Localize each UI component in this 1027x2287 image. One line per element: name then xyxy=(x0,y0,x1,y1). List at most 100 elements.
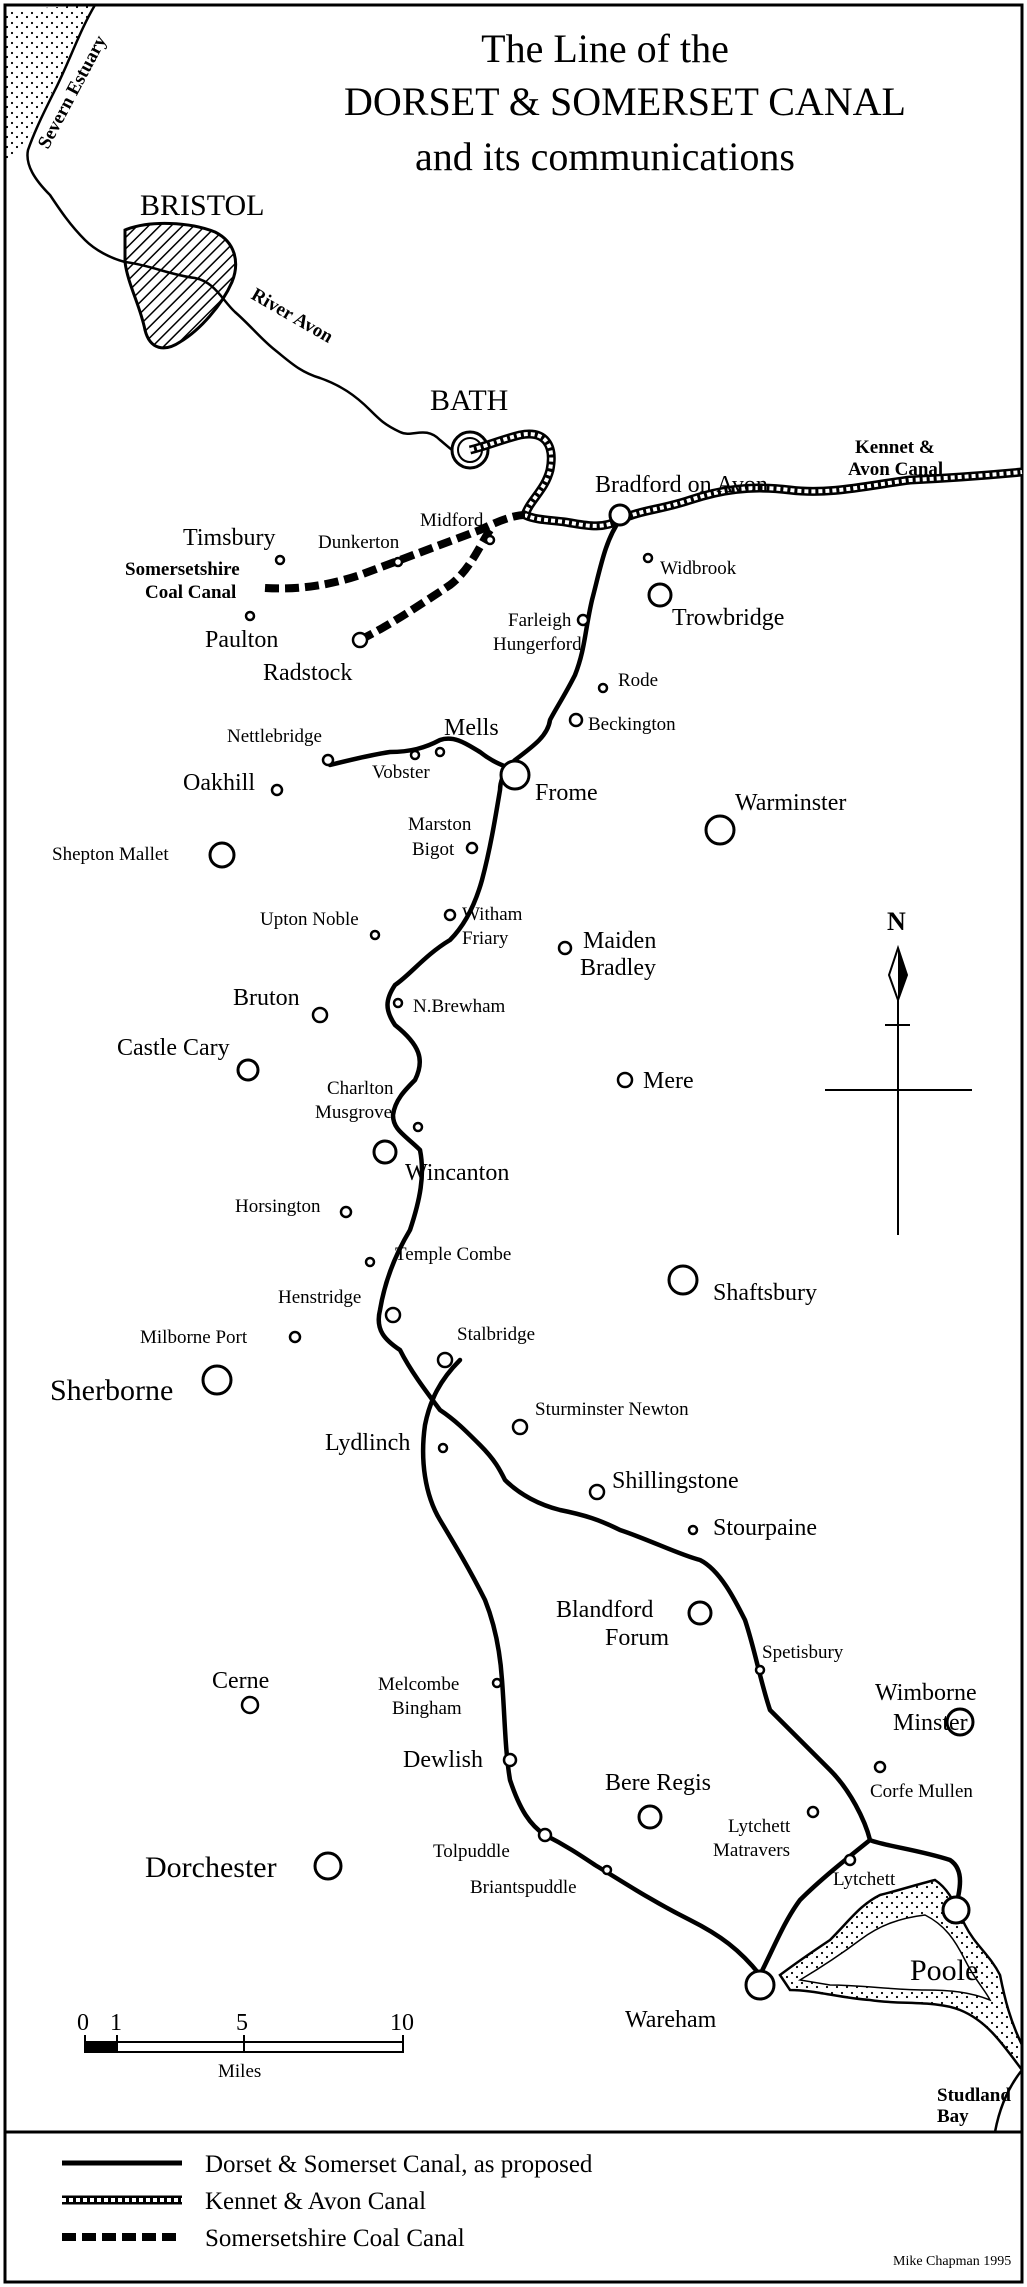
village-cerne xyxy=(240,1695,260,1715)
scale-bar: 0 1 5 10 Miles xyxy=(77,2010,414,2082)
village-n-brewham xyxy=(392,997,404,1009)
label-lytchett-mat-2: Matravers xyxy=(713,1840,790,1861)
village-briantspuddle xyxy=(601,1864,613,1876)
village-maiden-bradley xyxy=(557,940,573,956)
canal-southern-loop xyxy=(420,1357,763,1978)
village-farleigh xyxy=(576,613,590,627)
village-charlton-musgrove xyxy=(412,1121,424,1133)
village-temple-combe xyxy=(364,1256,376,1268)
village-witham-friary xyxy=(443,908,457,922)
label-timsbury: Timsbury xyxy=(183,525,275,551)
label-charlton-2: Musgrove xyxy=(315,1102,392,1123)
label-rode: Rode xyxy=(618,670,658,691)
label-beckington: Beckington xyxy=(588,714,676,735)
village-dunkerton xyxy=(392,556,404,568)
village-widbrook xyxy=(642,552,654,564)
village-lytchett xyxy=(843,1853,857,1867)
label-kennet-avon-1: Kennet & xyxy=(855,437,935,458)
severn-coastline xyxy=(26,4,126,264)
village-sturminster xyxy=(511,1418,529,1436)
village-vobster xyxy=(409,749,421,761)
label-farleigh-2: Hungerford xyxy=(493,634,582,655)
label-bradford: Bradford on Avon xyxy=(595,472,768,498)
scale-tick-5: 5 xyxy=(236,2010,248,2036)
scale-tick-1: 1 xyxy=(110,2010,122,2036)
label-lytchett-mat-1: Lytchett xyxy=(728,1816,791,1837)
village-henstridge xyxy=(384,1306,402,1324)
label-marston-1: Marston xyxy=(408,814,472,835)
label-spetisbury: Spetisbury xyxy=(762,1642,844,1663)
label-briantspuddle: Briantspuddle xyxy=(470,1877,577,1898)
village-mere xyxy=(616,1071,634,1089)
label-n-brewham: N.Brewham xyxy=(413,996,506,1017)
village-milborne-port xyxy=(288,1330,302,1344)
coal-canal-south xyxy=(358,527,494,644)
label-upton-noble: Upton Noble xyxy=(260,909,359,930)
river-avon xyxy=(124,260,471,460)
village-stourpaine xyxy=(687,1524,699,1536)
label-milborne-port: Milborne Port xyxy=(140,1327,248,1348)
village-timsbury xyxy=(274,554,286,566)
village-tolpuddle xyxy=(537,1827,553,1843)
coal-canal-north xyxy=(264,511,526,593)
village-corfe-mullen xyxy=(873,1760,887,1774)
scale-unit: Miles xyxy=(218,2061,261,2082)
legend-label-coal: Somersetshire Coal Canal xyxy=(205,2225,465,2252)
label-horsington: Horsington xyxy=(235,1196,321,1217)
label-mere: Mere xyxy=(643,1068,694,1094)
label-lytchett: Lytchett xyxy=(833,1869,896,1890)
label-charlton-1: Charlton xyxy=(327,1078,394,1099)
town-bradford xyxy=(608,503,632,527)
label-lydlinch: Lydlinch xyxy=(325,1430,410,1456)
town-bere-regis xyxy=(637,1804,663,1830)
label-bath: BATH xyxy=(430,384,508,417)
town-blandford xyxy=(687,1600,713,1626)
canal-branch-nettlebridge xyxy=(327,736,518,773)
label-vobster: Vobster xyxy=(372,762,430,783)
label-wimborne-1: Wimborne xyxy=(875,1680,977,1706)
town-dorchester xyxy=(313,1851,343,1881)
village-dewlish xyxy=(502,1752,518,1768)
label-stalbridge: Stalbridge xyxy=(457,1324,535,1345)
map-credit: Mike Chapman 1995 xyxy=(893,2254,1011,2269)
label-corfe-mullen: Corfe Mullen xyxy=(870,1781,973,1802)
label-cerne: Cerne xyxy=(212,1668,269,1694)
town-poole xyxy=(941,1895,971,1925)
label-henstridge: Henstridge xyxy=(278,1287,361,1308)
town-frome xyxy=(499,759,531,791)
label-wareham: Wareham xyxy=(625,2007,717,2033)
town-trowbridge xyxy=(647,582,673,608)
scale-tick-10: 10 xyxy=(390,2010,414,2036)
label-mells: Mells xyxy=(444,715,499,741)
poole-harbour-water xyxy=(797,1914,992,2002)
village-horsington xyxy=(339,1205,353,1219)
village-bruton xyxy=(311,1006,329,1024)
village-upton-noble xyxy=(369,929,381,941)
label-sturminster: Sturminster Newton xyxy=(535,1399,689,1420)
label-radstock: Radstock xyxy=(263,660,352,686)
studland-coast xyxy=(993,2069,1023,2133)
label-oakhill: Oakhill xyxy=(183,770,255,796)
village-lytchett-matravers xyxy=(806,1805,820,1819)
title-line-3: and its communications xyxy=(415,134,795,179)
village-paulton xyxy=(244,610,256,622)
town-shepton-mallet xyxy=(208,841,236,869)
label-dorchester: Dorchester xyxy=(145,1851,277,1884)
village-beckington xyxy=(568,712,584,728)
label-dunkerton: Dunkerton xyxy=(318,532,400,553)
town-shaftsbury xyxy=(667,1264,699,1296)
scale-tick-0: 0 xyxy=(77,2010,89,2036)
severn-estuary-coast xyxy=(5,5,95,160)
label-paulton: Paulton xyxy=(205,627,278,653)
title-line-2: DORSET & SOMERSET CANAL xyxy=(344,79,906,124)
label-blandford-2: Forum xyxy=(605,1625,669,1651)
legend-label-kennet: Kennet & Avon Canal xyxy=(205,2188,426,2215)
compass-north-label: N xyxy=(887,907,906,936)
label-witham-1: Witham xyxy=(462,904,523,925)
label-bruton: Bruton xyxy=(233,985,300,1011)
label-warminster: Warminster xyxy=(735,790,846,816)
label-trowbridge: Trowbridge xyxy=(672,605,784,631)
label-tolpuddle: Tolpuddle xyxy=(433,1841,510,1862)
